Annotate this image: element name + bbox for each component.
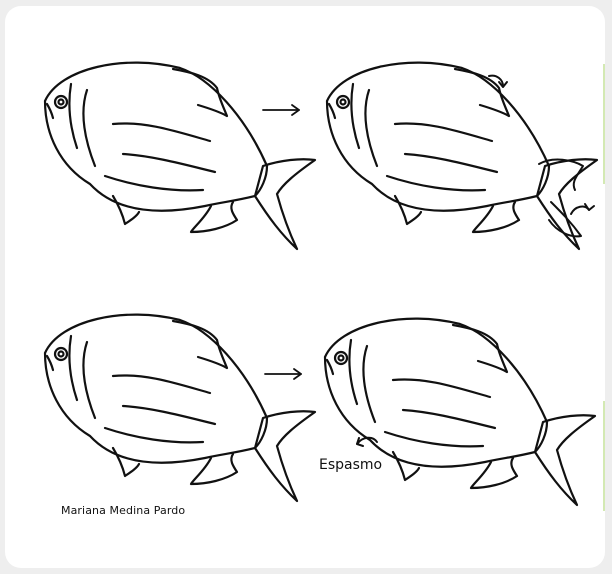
right-arrow-icon (263, 105, 299, 115)
edge-strip (603, 401, 605, 511)
espasmo-label: Espasmo (319, 457, 382, 473)
fish-drawing-normal-top (45, 63, 315, 249)
right-arrow-icon (265, 369, 301, 379)
author-credit: Mariana Medina Pardo (61, 504, 185, 517)
illustration-card: Espasmo Mariana Medina Pardo (5, 6, 605, 568)
fish-diagram (5, 6, 605, 568)
edge-strip (603, 64, 605, 184)
fish-drawing-spasm (325, 319, 595, 505)
fish-drawing-normal-bottom (45, 315, 315, 501)
fish-drawing-twitching (327, 63, 597, 249)
